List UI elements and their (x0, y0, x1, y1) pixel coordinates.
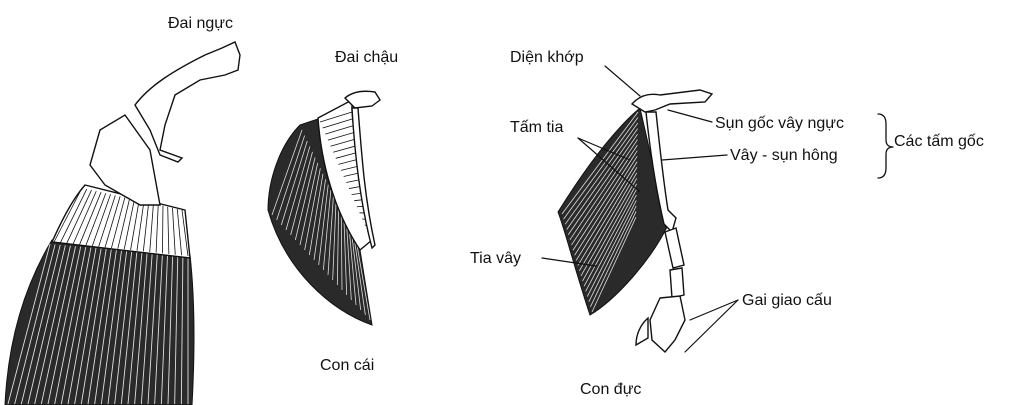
caption-female: Con cái (320, 357, 374, 374)
male-clasper-segment-1 (665, 228, 684, 268)
leader-propterygium (668, 110, 712, 122)
caption-male: Con đực (580, 381, 641, 398)
brace-basal-plates (878, 114, 893, 178)
label-propterygium-cartilage: Sụn gốc vây ngực (715, 115, 844, 132)
leader-articular-surface (605, 66, 640, 96)
leader-metapterygium (662, 155, 727, 160)
label-basal-plates-group: Các tấm gốc (894, 133, 984, 150)
label-radials: Tấm tia (510, 119, 563, 136)
label-pelvic-girdle: Đai chậu (335, 49, 398, 66)
label-fin-rays: Tia vây (470, 250, 521, 267)
male-clasper-tip (636, 318, 648, 345)
pelvic-fin-female-illustration (268, 91, 380, 325)
leader-claspers-1 (690, 300, 738, 320)
male-clasper-segment-2 (670, 268, 684, 298)
leader-claspers-2 (685, 300, 738, 352)
label-claspers: Gai giao cấu (742, 292, 832, 309)
label-metapterygium-cartilage: Vây - sụn hông (730, 147, 838, 164)
male-clasper-segment-3 (650, 296, 685, 352)
pectoral-fin-illustration (5, 42, 240, 405)
pectoral-girdle-bone (135, 42, 240, 162)
male-pelvic-girdle (632, 90, 712, 112)
pelvic-fin-male-illustration (558, 90, 712, 352)
label-articular-surface: Diện khớp (510, 49, 584, 66)
label-pectoral-girdle: Đai ngực (168, 15, 233, 32)
